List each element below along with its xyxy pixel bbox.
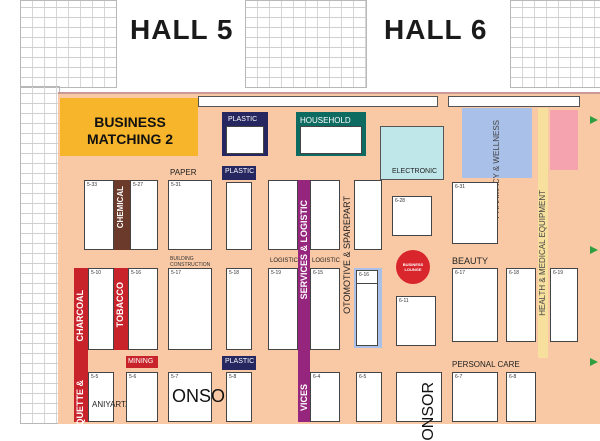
booth-5-10[interactable]: 5-10 xyxy=(88,268,114,350)
hall-5-architecture xyxy=(20,0,117,88)
booth-6-16[interactable]: 6-16 xyxy=(356,270,378,284)
sponsor-booth-hall6[interactable] xyxy=(396,372,442,422)
tobacco-zone xyxy=(114,268,128,350)
health-label: HEALTH & MEDICAL EQUIPMENT xyxy=(538,190,547,316)
top-booth-row-hall6 xyxy=(448,96,580,107)
services-logistic-label: SERVICES & LOGISTIC xyxy=(299,200,309,300)
booth-5-6[interactable]: 5-6 xyxy=(126,372,158,422)
entrance-arrow-icon xyxy=(590,116,598,124)
pharmacy-zone xyxy=(462,108,532,178)
charcoal-label: CHARCOAL xyxy=(75,290,85,342)
mining-zone xyxy=(126,356,158,368)
left-building-outline xyxy=(20,86,60,424)
booth-5-5[interactable]: 5-5 xyxy=(88,372,114,422)
beauty-label: BEAUTY xyxy=(452,256,489,266)
booth-5-31[interactable]: 5-31 xyxy=(168,180,212,250)
building-construction-label: BUILDING CONSTRUCTION xyxy=(170,256,211,268)
top-booth-row xyxy=(198,96,438,107)
electronic-zone xyxy=(380,126,444,180)
entrance-arrow-icon xyxy=(590,246,598,254)
business-matching-zone[interactable] xyxy=(60,98,198,156)
charcoal-zone xyxy=(74,268,88,422)
booth-5-8[interactable]: 5-8 xyxy=(226,372,252,422)
booth-6-31[interactable]: 6-31 xyxy=(452,182,498,244)
plastic-top-label: PLASTIC xyxy=(228,116,258,123)
plastic-bottom-aisle xyxy=(222,356,256,370)
booth-6-4[interactable]: 6-4 xyxy=(310,372,340,422)
booth-6-28[interactable]: 6-28 xyxy=(392,196,432,236)
booth-5-17[interactable]: 5-17 xyxy=(168,268,212,350)
household-label: HOUSEHOLD xyxy=(300,116,351,125)
kaniyarta-label: ANIYARTA xyxy=(92,400,131,409)
booth-6-19[interactable]: 6-19 xyxy=(550,268,578,342)
plastic-mid-label: PLASTIC xyxy=(225,168,255,175)
personal-care-label: PERSONAL CARE xyxy=(452,360,520,369)
electronic-label: ELECTRONIC xyxy=(392,168,438,175)
mining-label: MINING xyxy=(128,358,154,365)
booth-6-11[interactable]: 6-11 xyxy=(396,296,436,346)
booth-6-8[interactable]: 6-8 xyxy=(506,372,536,422)
chemical-zone xyxy=(114,180,130,250)
plastic-bottom-label: PLASTIC xyxy=(225,358,255,365)
booth-6-17[interactable]: 6-17 xyxy=(452,268,498,342)
business-lounge[interactable] xyxy=(396,250,430,284)
plastic-column-booths[interactable] xyxy=(226,182,252,250)
logistic-booths-top-right[interactable] xyxy=(310,180,340,250)
plastic-booths[interactable] xyxy=(226,126,264,154)
booth-6-15[interactable]: 6-15 xyxy=(310,268,340,350)
booth-6-7[interactable]: 6-7 xyxy=(452,372,498,422)
briquette-label: QUETTE & xyxy=(75,380,85,426)
booth-6-18[interactable]: 6-18 xyxy=(506,268,536,342)
booth-5-27[interactable]: 5-27 xyxy=(130,180,158,250)
pink-booths xyxy=(550,110,578,170)
booth-5-33[interactable]: 5-33 xyxy=(84,180,114,250)
hall-5-architecture-right xyxy=(245,0,367,88)
booth-5-18[interactable]: 5-18 xyxy=(226,268,252,350)
household-booths[interactable] xyxy=(300,126,362,154)
health-zone xyxy=(538,108,548,358)
otomotive-label: OTOMOTIVE & SPAREPART xyxy=(342,196,352,314)
booth-5-16[interactable]: 5-16 xyxy=(128,268,158,350)
hall-6-title: HALL 6 xyxy=(384,14,488,45)
sponsor-label-hall5: ONSOR xyxy=(172,386,239,406)
hall-5-title: HALL 5 xyxy=(130,14,234,45)
logistic-booths-top[interactable] xyxy=(268,180,298,250)
sponsor-label-hall6: ONSOR xyxy=(420,382,437,441)
otomotive-booths[interactable] xyxy=(354,180,382,250)
services-logistic-zone xyxy=(298,180,310,422)
business-matching-label: BUSINESS MATCHING 2 xyxy=(86,114,174,147)
hall-6-architecture xyxy=(510,0,600,88)
services-label: VICES xyxy=(299,384,309,412)
entrance-arrow-icon xyxy=(590,358,598,366)
booth-5-19[interactable]: 5-19 xyxy=(268,268,298,350)
tobacco-label: TOBACCO xyxy=(115,282,125,328)
paper-label: PAPER xyxy=(170,168,197,177)
plastic-mid-aisle xyxy=(222,166,256,180)
logistic-label-left: LOGISTIC xyxy=(270,258,299,264)
logistic-label-right: LOGISTIC xyxy=(312,258,341,264)
business-lounge-label: BUSINESS LOUNGE xyxy=(402,262,424,272)
booth-6-5[interactable]: 6-5 xyxy=(356,372,382,422)
chemical-label: CHEMICAL xyxy=(116,186,125,229)
